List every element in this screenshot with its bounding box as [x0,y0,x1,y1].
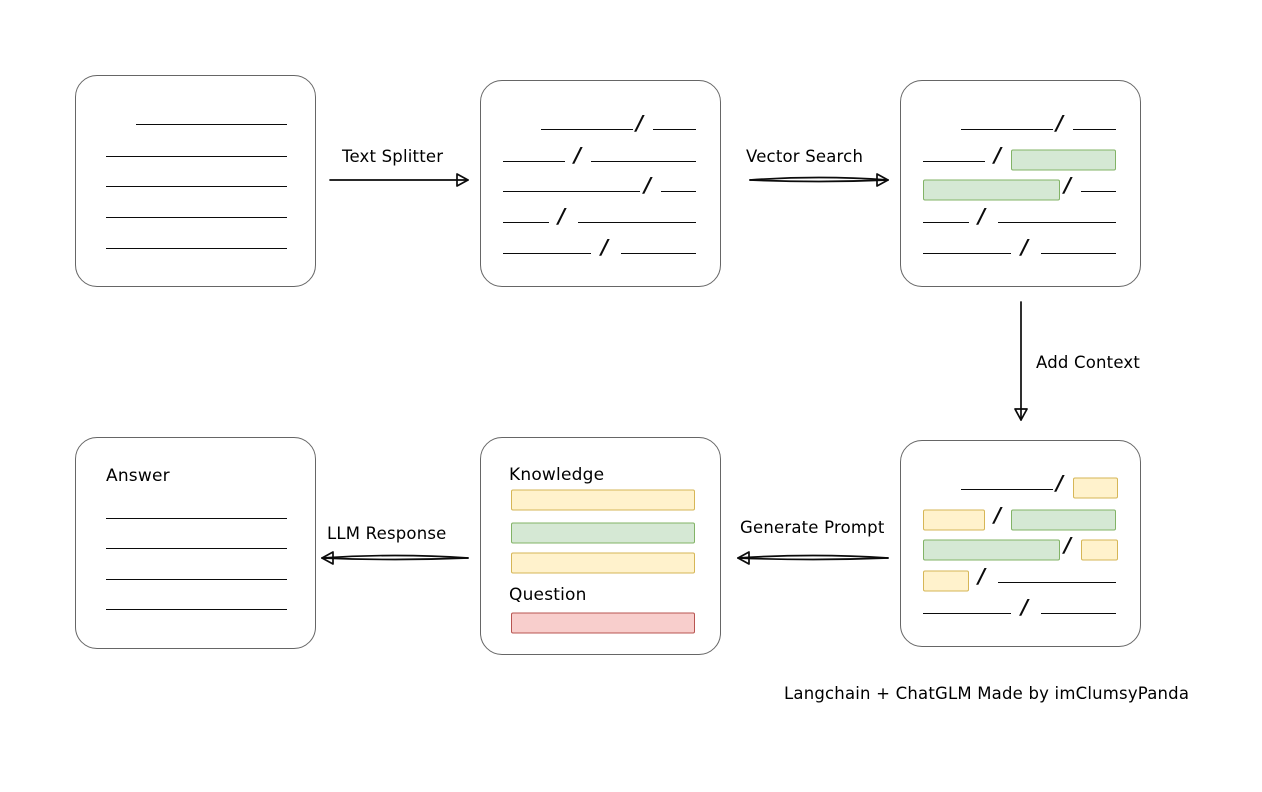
edge-label-add-context: Add Context [1036,353,1141,372]
chunk-separator: / [574,143,582,167]
text-line [541,129,633,130]
chunk-separator: / [994,143,1002,167]
chunk-separator: / [978,204,986,228]
chunk-separator: / [1056,111,1064,135]
highlight-chip-yellow [923,570,969,592]
text-line [923,613,1011,614]
highlight-chip-yellow [1073,477,1118,499]
text-line [1073,129,1116,130]
text-line [961,129,1053,130]
heading-answer: Answer [106,466,170,486]
text-line [106,156,287,157]
text-line [1041,253,1116,254]
chunk-separator: / [1064,173,1072,197]
chunk-separator: / [558,204,566,228]
text-line [106,579,287,580]
highlight-chip-yellow [1081,539,1118,561]
text-line [106,609,287,610]
text-line [998,582,1116,583]
text-line [1041,613,1116,614]
text-line [106,186,287,187]
text-line [923,161,985,162]
highlight-chip-red [511,612,695,634]
edge-arrow-vector-search [749,173,889,187]
heading-knowledge: Knowledge [509,465,605,485]
text-line [503,191,640,192]
text-line [591,161,696,162]
highlight-chip-yellow [511,552,695,574]
node-vector-matched-chunks: / / / / / [900,80,1141,287]
text-line [106,548,287,549]
edge-arrow-llm-response [321,551,469,565]
chunk-separator: / [644,173,652,197]
chunk-separator: / [601,235,609,259]
text-line [503,161,565,162]
edge-label-llm-response: LLM Response [327,524,447,543]
text-line [621,253,696,254]
node-source-document [75,75,316,287]
edge-arrow-text-splitter [329,173,469,187]
text-line [653,129,696,130]
highlight-chip-green [1011,509,1116,531]
text-line [136,124,287,125]
text-line [503,222,549,223]
text-line [106,217,287,218]
node-answer-box: Answer [75,437,316,649]
text-line [923,253,1011,254]
highlight-chip-green [1011,149,1116,171]
text-line [923,222,969,223]
highlight-chip-yellow [511,489,695,511]
edge-label-vector-search: Vector Search [746,147,864,166]
chunk-separator: / [1056,471,1064,495]
highlight-chip-yellow [923,509,985,531]
text-line [961,489,1053,490]
highlight-chip-green [923,539,1060,561]
text-line [578,222,696,223]
text-line [1081,191,1116,192]
chunk-separator: / [1064,533,1072,557]
highlight-chip-green [511,522,695,544]
heading-question: Question [509,585,587,605]
footer-credit: Langchain + ChatGLM Made by imClumsyPand… [784,684,1190,703]
edge-arrow-add-context [1014,301,1028,421]
text-line [661,191,696,192]
chunk-separator: / [1021,235,1029,259]
highlight-chip-green [923,179,1060,201]
chunk-separator: / [636,111,644,135]
text-line [106,518,287,519]
edge-arrow-generate-prompt [737,551,889,565]
node-split-chunks: / / / / / [480,80,721,287]
edge-label-generate-prompt: Generate Prompt [740,518,885,537]
text-line [503,253,591,254]
chunk-separator: / [978,564,986,588]
text-line [998,222,1116,223]
edge-label-text-splitter: Text Splitter [342,147,444,166]
chunk-separator: / [994,503,1002,527]
node-context-enriched-chunks: / / / / / [900,440,1141,647]
chunk-separator: / [1021,595,1029,619]
text-line [106,248,287,249]
